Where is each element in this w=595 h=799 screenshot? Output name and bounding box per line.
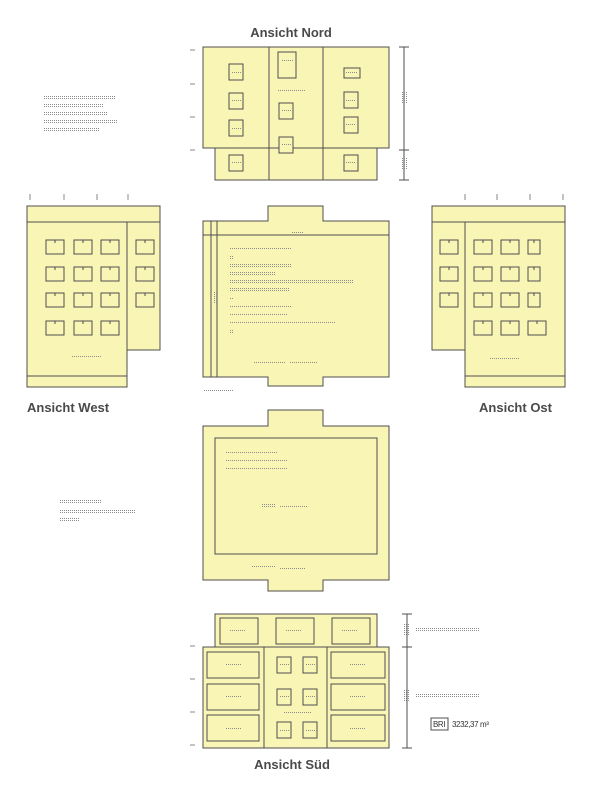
bri-value: 3232,37 m³ [452, 720, 489, 729]
bri-legend: BRI 3232,37 m³ [430, 717, 490, 731]
bri-badge: BRI [433, 720, 445, 729]
north-view-label: Ansicht Nord [250, 25, 332, 40]
upper-floor-plan [60, 409, 390, 592]
ground-floor-plan [202, 205, 390, 392]
east-view-label: Ansicht Ost [479, 400, 553, 415]
north-note-block [44, 95, 118, 131]
east-windows [439, 239, 547, 336]
west-elevation: Ansicht West [26, 194, 161, 415]
north-elevation: Ansicht Nord [44, 25, 409, 181]
west-view-label: Ansicht West [27, 400, 110, 415]
west-windows [45, 239, 155, 336]
south-elevation: BRI 3232,37 m³ Ansicht Süd [190, 613, 490, 772]
east-elevation: Ansicht Ost [431, 194, 566, 415]
south-view-label: Ansicht Süd [254, 757, 330, 772]
